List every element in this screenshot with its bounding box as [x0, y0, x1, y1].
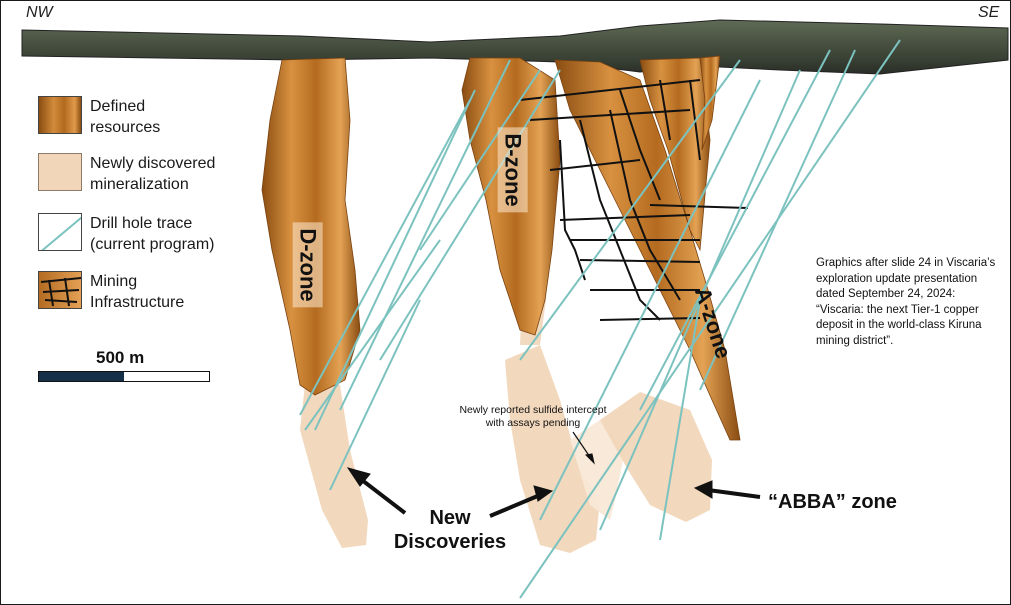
zone-label-d: D-zone	[293, 222, 323, 307]
legend-label-defined: Defined resources	[90, 96, 160, 138]
scale-bar-label: 500 m	[96, 348, 144, 368]
intercept-annotation: Newly reported sulfide intercept with as…	[448, 404, 618, 430]
legend-item-mining: Mining Infrastructure	[38, 271, 184, 313]
defined-resources-swatch	[38, 96, 82, 134]
new-mineralization-d	[300, 375, 368, 548]
source-note: Graphics after slide 24 in Viscaria’s ex…	[816, 256, 996, 349]
new-mineralization-swatch	[38, 153, 82, 191]
mining-infrastructure-swatch	[38, 271, 82, 309]
direction-se: SE	[978, 4, 999, 22]
legend-item-drill: Drill hole trace (current program)	[38, 213, 214, 255]
legend-label-new: Newly discovered mineralization	[90, 153, 215, 195]
zone-label-b: B-zone	[498, 127, 528, 212]
abba-zone-label: “ABBA” zone	[768, 490, 897, 514]
legend-label-drill: Drill hole trace (current program)	[90, 213, 214, 255]
legend-item-new: Newly discovered mineralization	[38, 153, 215, 195]
scale-bar	[38, 371, 210, 382]
drill-trace-swatch	[38, 213, 82, 251]
legend-item-defined: Defined resources	[38, 96, 160, 138]
legend-label-mining: Mining Infrastructure	[90, 271, 184, 313]
new-discoveries-label: New Discoveries	[382, 506, 518, 554]
direction-nw: NW	[26, 4, 53, 22]
